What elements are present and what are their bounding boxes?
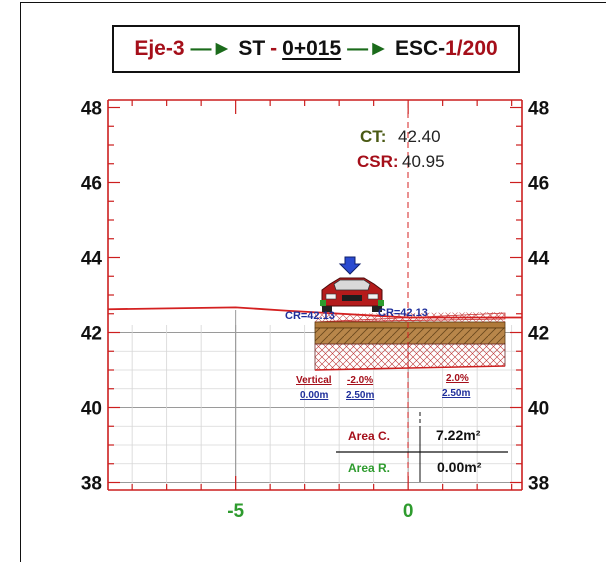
- drawing-frame: [20, 2, 606, 562]
- y-tick-label: 38: [528, 474, 549, 495]
- arrow-icon: —►: [190, 37, 233, 60]
- ct-value: 42.40: [398, 127, 441, 146]
- ct-label: CT:: [360, 127, 386, 146]
- vertical-label: Vertical: [296, 375, 332, 386]
- pavement-structure: [314, 312, 506, 371]
- left-width: 2.50m: [346, 390, 374, 401]
- y-tick-label: 46: [81, 174, 102, 195]
- y-tick-label: 40: [81, 399, 102, 420]
- x-tick-label: -5: [227, 501, 244, 522]
- y-tick-label: 42: [528, 324, 549, 345]
- section-title: Eje-3 —► ST - 0+015 —► ESC- 1/200: [112, 25, 520, 73]
- surface-layer: [314, 321, 506, 329]
- csr-value: 40.95: [402, 152, 445, 171]
- left-slope: -2.0%: [347, 375, 373, 386]
- axis-ticks: [108, 100, 522, 490]
- cut-area-label: Area C.: [348, 429, 390, 443]
- cut-area-value: 7.22m²: [436, 427, 481, 443]
- y-axis-left-labels: 48 46 44 42 40 38: [81, 99, 103, 495]
- x-axis-labels: -5 0: [227, 501, 413, 522]
- y-tick-label: 46: [528, 174, 549, 195]
- cr-right-label: CR=42.13: [378, 307, 428, 319]
- subgrade-line: [314, 365, 506, 371]
- y-tick-label: 42: [81, 324, 102, 345]
- y-axis-right-labels: 48 46 44 42 40 38: [528, 99, 550, 495]
- scale-label: ESC-: [394, 37, 446, 60]
- y-tick-label: 44: [81, 249, 103, 270]
- base-layer: [314, 327, 506, 345]
- csr-label: CSR:: [357, 152, 399, 171]
- scale-value: 1/200: [445, 37, 498, 60]
- vertical-offset: 0.00m: [300, 390, 328, 401]
- y-tick-label: 48: [81, 99, 102, 120]
- fill-area-label: Area R.: [348, 461, 390, 475]
- y-tick-label: 44: [528, 249, 550, 270]
- car-icon: [320, 277, 384, 312]
- right-slope: 2.0%: [446, 373, 469, 384]
- right-width: 2.50m: [442, 388, 470, 399]
- cr-left-label: CR=42.13: [285, 310, 335, 322]
- y-tick-label: 48: [528, 99, 549, 120]
- axis-name: Eje-3: [134, 37, 185, 60]
- x-tick-label: 0: [403, 501, 414, 522]
- title-dash: -: [270, 37, 278, 60]
- y-tick-label: 38: [81, 474, 102, 495]
- ground-profile-line: [107, 306, 522, 319]
- area-table: Area C. 7.22m² Area R. 0.00m²: [336, 412, 508, 482]
- station-label: ST: [238, 37, 266, 60]
- pointer-arrow-icon: [338, 256, 362, 275]
- station-value: 0+015: [282, 37, 342, 60]
- arrow-icon: —►: [347, 37, 389, 60]
- fill-area-value: 0.00m²: [437, 459, 482, 475]
- y-tick-label: 40: [528, 399, 549, 420]
